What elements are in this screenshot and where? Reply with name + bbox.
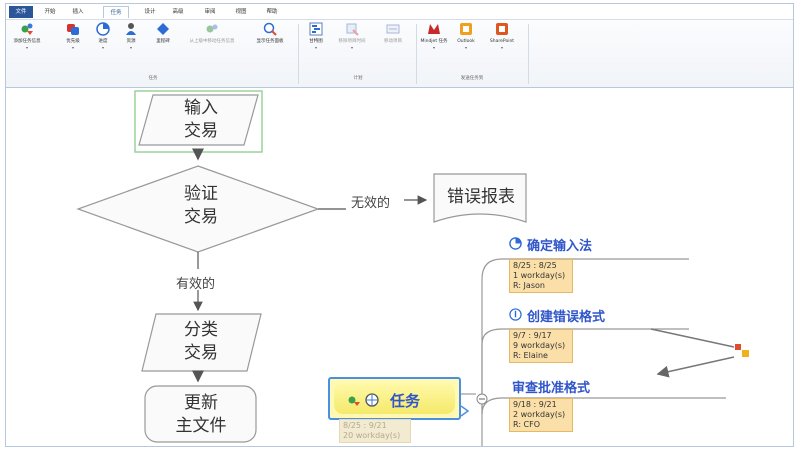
tab-home[interactable]: 开始 [44, 9, 56, 15]
progress-label: 进度 [98, 39, 108, 44]
move-project-label: 移动项目 [384, 39, 402, 44]
update-master-file-shape[interactable] [144, 385, 257, 443]
chevron-down-icon: ▾ [25, 45, 28, 50]
resources-label: 资源 [126, 39, 136, 44]
add-task-info-icon [21, 23, 33, 35]
chevron-down-icon: ▾ [350, 45, 353, 50]
chevron-down-icon: ▾ [129, 45, 132, 50]
main-topic[interactable]: 任务 [328, 377, 461, 420]
resources-button[interactable]: 资源 ▾ [120, 22, 142, 50]
tab-help[interactable]: 帮助 [266, 9, 278, 15]
chevron-down-icon: ▾ [464, 45, 467, 50]
map-canvas[interactable]: 输入交易 验证交易 无效的 错误报表 有效的 分类交易 更新主文件 任务 8/2… [6, 89, 793, 446]
progress-icon [96, 22, 110, 36]
main-topic-title: 任务 [390, 392, 421, 410]
move-task-info-icon [206, 24, 218, 33]
ribbon-separator [528, 24, 529, 84]
move-task-info-button[interactable]: 从上级中移动任务信息 [182, 22, 242, 45]
move-project-button[interactable]: 移动项目 [378, 22, 408, 45]
outlook-icon [460, 23, 472, 35]
chevron-down-icon: ▾ [314, 45, 317, 50]
gantt-label: 甘特图 [309, 39, 323, 44]
input-transaction-label: 输入交易 [184, 98, 218, 141]
remove-schedule-button[interactable]: 移除项目时间 ▾ [332, 22, 372, 50]
move-task-info-label: 从上级中移动任务信息 [189, 39, 235, 44]
sharepoint-label: SharePoint [489, 39, 515, 44]
subtopic-title[interactable]: 审查批准格式 [512, 381, 591, 396]
tab-design[interactable]: 设计 [144, 9, 156, 15]
move-project-icon [386, 24, 400, 34]
app-window: 文件 开始 插入 任务 设计 高级 审阅 视图 帮助 添加任务信息 ▾ 优先级 … [5, 3, 794, 447]
ribbon: 添加任务信息 ▾ 优先级 ▾ 进度 ▾ 资源 ▾ 里程碑 从上级中移动任务信息 [6, 20, 793, 88]
invalid-edge-label: 无效的 [351, 196, 391, 211]
group-label-task: 任务 [148, 76, 158, 81]
gantt-icon [309, 22, 323, 36]
ribbon-separator [416, 24, 417, 84]
relationship-handle-icon[interactable] [735, 344, 749, 357]
connectors-layer [76, 90, 749, 446]
show-task-pane-button[interactable]: 显示任务面板 [248, 22, 292, 45]
add-task-info-label: 添加任务信息 [13, 39, 41, 44]
subtopic-title[interactable]: 确定输入法 [527, 239, 593, 254]
show-task-pane-label: 显示任务面板 [256, 39, 284, 44]
resource-globe-icon [365, 393, 379, 407]
remove-schedule-icon [346, 23, 359, 36]
group-label-schedule: 计划 [353, 76, 363, 81]
show-task-pane-icon [263, 22, 277, 36]
chevron-down-icon: ▾ [500, 45, 503, 50]
tab-insert[interactable]: 插入 [72, 9, 84, 15]
tab-view[interactable]: 视图 [235, 9, 247, 15]
milestone-icon [157, 23, 169, 35]
priority-button[interactable]: 优先级 ▾ [60, 22, 86, 50]
resources-icon [126, 23, 136, 35]
mindjet-tasks-label: Mindjet 任务 [420, 39, 448, 44]
update-master-file-label: 更新主文件 [175, 393, 227, 436]
chevron-down-icon: ▾ [432, 45, 435, 50]
progress-button[interactable]: 进度 ▾ [92, 22, 114, 50]
classify-transaction-shape[interactable] [141, 313, 262, 372]
sharepoint-button[interactable]: SharePoint ▾ [484, 22, 520, 50]
milestone-label: 里程碑 [156, 39, 170, 44]
mindjet-tasks-icon [428, 24, 440, 34]
input-transaction-shape[interactable] [138, 94, 259, 146]
milestone-button[interactable]: 里程碑 [150, 22, 176, 45]
valid-edge-label: 有效的 [176, 277, 216, 292]
ribbon-separator [298, 24, 299, 84]
mindjet-tasks-button[interactable]: Mindjet 任务 ▾ [420, 22, 448, 50]
gantt-button[interactable]: 甘特图 ▾ [304, 22, 328, 50]
classify-transaction-label: 分类交易 [184, 320, 218, 363]
verify-transaction-label: 验证交易 [184, 184, 218, 227]
subtopic-title[interactable]: 创建错误格式 [527, 310, 606, 325]
error-report-shape[interactable] [433, 173, 527, 223]
outlook-button[interactable]: Outlook ▾ [452, 22, 480, 50]
priority-one-icon [509, 308, 522, 321]
tab-advanced[interactable]: 高级 [172, 9, 184, 15]
remove-schedule-label: 移除项目时间 [338, 39, 366, 44]
tab-file[interactable]: 文件 [9, 6, 33, 18]
tab-review[interactable]: 审阅 [204, 9, 216, 15]
chevron-down-icon: ▾ [71, 45, 74, 50]
task-info-icon [348, 396, 360, 406]
progress-half-icon [509, 237, 522, 250]
menu-bar: 文件 开始 插入 任务 设计 高级 审阅 视图 帮助 [6, 4, 793, 20]
priority-icon [67, 24, 79, 35]
outlook-label: Outlook [457, 39, 475, 44]
add-task-info-button[interactable]: 添加任务信息 ▾ [10, 22, 44, 50]
sharepoint-icon [496, 23, 508, 35]
chevron-down-icon: ▾ [101, 45, 104, 50]
priority-label: 优先级 [66, 39, 80, 44]
error-report-label: 错误报表 [447, 187, 515, 207]
tab-task[interactable]: 任务 [103, 6, 129, 18]
group-label-send-tasks: 发送任务到 [460, 76, 484, 81]
